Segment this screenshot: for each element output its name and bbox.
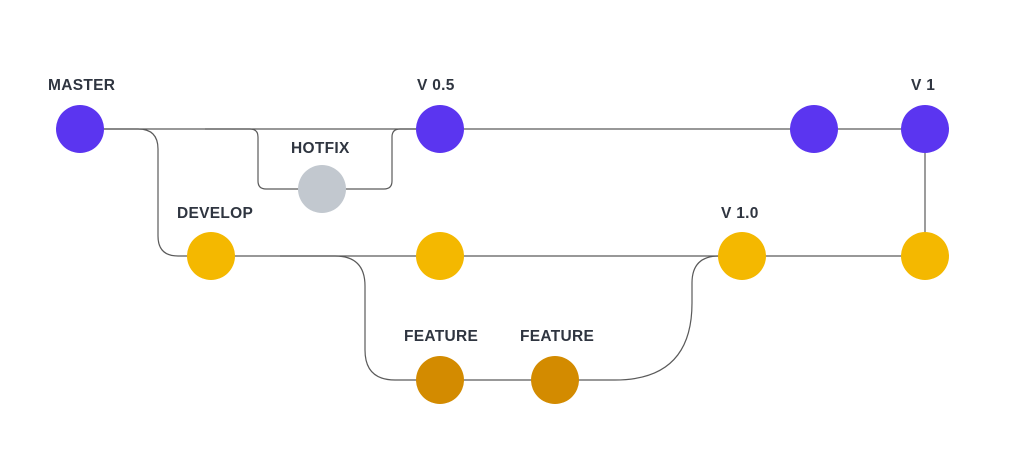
feature-line — [280, 255, 742, 381]
feature-node-2[interactable] — [531, 356, 579, 404]
hotfix-node[interactable] — [298, 165, 346, 213]
feature-node-1[interactable] — [416, 356, 464, 404]
nodes — [56, 105, 949, 404]
develop-node-4[interactable] — [901, 232, 949, 280]
master-node-3[interactable] — [790, 105, 838, 153]
v10-label: V 1.0 — [721, 205, 759, 222]
feature-label-1: FEATURE — [404, 328, 478, 345]
develop-node[interactable] — [187, 232, 235, 280]
v1-node[interactable] — [901, 105, 949, 153]
feature-label-2: FEATURE — [520, 328, 594, 345]
master-to-develop-line — [80, 128, 211, 257]
master-node[interactable] — [56, 105, 104, 153]
v05-label: V 0.5 — [417, 77, 455, 94]
develop-label: DEVELOP — [177, 205, 253, 222]
v1-label: V 1 — [911, 77, 935, 94]
labels: MASTER V 0.5 V 1 HOTFIX DEVELOP V 1.0 FE… — [48, 77, 935, 345]
hotfix-label: HOTFIX — [291, 140, 350, 157]
develop-node-2[interactable] — [416, 232, 464, 280]
v05-node[interactable] — [416, 105, 464, 153]
master-label: MASTER — [48, 77, 115, 94]
v10-node[interactable] — [718, 232, 766, 280]
